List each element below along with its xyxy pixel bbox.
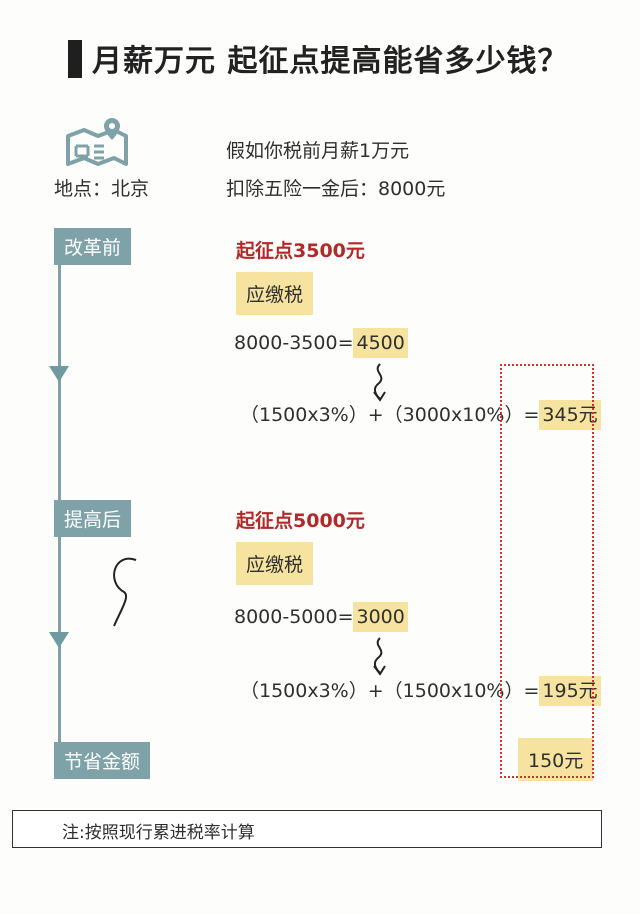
calc1-after: 8000-5000=3000 bbox=[234, 602, 408, 632]
squiggle-arrow-icon bbox=[373, 363, 386, 402]
calc1-before: 8000-3500=4500 bbox=[234, 328, 408, 358]
calc2-after-expr: （1500x3%）+（1500x10%）= bbox=[240, 680, 540, 702]
calc1-before-prefix: 8000-3500= bbox=[234, 332, 354, 354]
calc1-before-result: 4500 bbox=[353, 328, 408, 358]
down-arrow-icon bbox=[49, 366, 69, 382]
calc2-before-result: 345元 bbox=[539, 400, 601, 430]
tag-before: 改革前 bbox=[54, 228, 132, 265]
results-dotted-box bbox=[500, 364, 594, 778]
location-label: 地点：北京 bbox=[54, 178, 150, 200]
tax-label-before: 应缴税 bbox=[236, 272, 314, 315]
calc2-before-expr: （1500x3%）+（3000x10%）= bbox=[240, 404, 540, 426]
intro-after-deduction: 扣除五险一金后：8000元 bbox=[226, 178, 446, 200]
tax-label-after: 应缴税 bbox=[236, 542, 314, 585]
threshold-before: 起征点3500元 bbox=[236, 240, 365, 262]
tag-after: 提高后 bbox=[54, 500, 132, 537]
calc2-after: （1500x3%）+（1500x10%）=195元 bbox=[240, 676, 601, 706]
squiggle-decoration bbox=[113, 557, 137, 627]
footnote: 注:按照现行累进税率计算 bbox=[62, 823, 255, 843]
note-box bbox=[12, 810, 602, 848]
threshold-after: 起征点5000元 bbox=[236, 510, 365, 532]
tag-savings: 节省金额 bbox=[54, 742, 151, 779]
squiggle-arrow-icon bbox=[373, 637, 386, 676]
page-title: 月薪万元 起征点提高能省多少钱？ bbox=[92, 44, 569, 79]
map-pin-icon bbox=[66, 118, 128, 166]
calc1-after-result: 3000 bbox=[353, 602, 408, 632]
calc2-after-result: 195元 bbox=[539, 676, 601, 706]
down-arrow-icon bbox=[49, 632, 69, 648]
title-bar-decoration bbox=[68, 40, 82, 78]
savings-amount: 150元 bbox=[518, 738, 594, 781]
intro-salary: 假如你税前月薪1万元 bbox=[226, 140, 410, 162]
calc2-before: （1500x3%）+（3000x10%）=345元 bbox=[240, 400, 601, 430]
calc1-after-prefix: 8000-5000= bbox=[234, 606, 354, 628]
